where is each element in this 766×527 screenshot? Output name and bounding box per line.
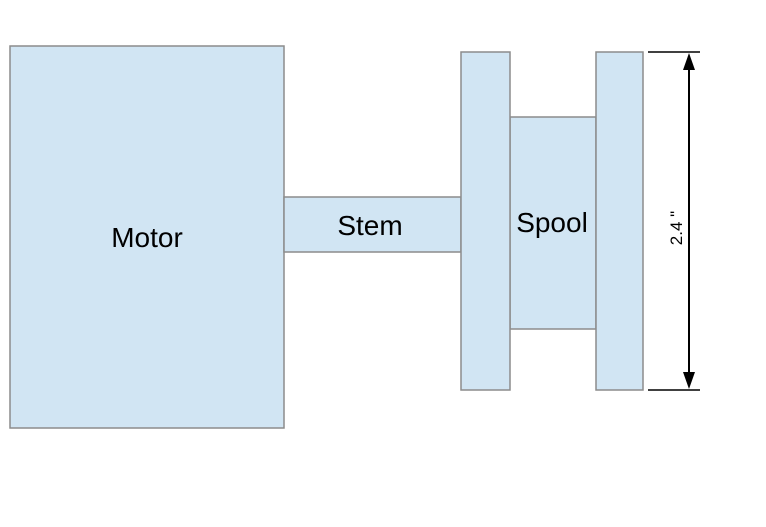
spool-right-flange bbox=[595, 51, 644, 391]
motor-label: Motor bbox=[111, 222, 183, 253]
dimension-arrow-bottom bbox=[683, 372, 695, 389]
stem-shaft bbox=[283, 196, 462, 253]
motor-block bbox=[9, 45, 285, 429]
dimension-label: 2.4 " bbox=[667, 211, 686, 245]
spool-label: Spool bbox=[516, 207, 588, 238]
spool-core bbox=[509, 116, 597, 330]
stem-label: Stem bbox=[337, 210, 402, 241]
spool-left-flange bbox=[460, 51, 511, 391]
dimension-arrow-top bbox=[683, 53, 695, 70]
